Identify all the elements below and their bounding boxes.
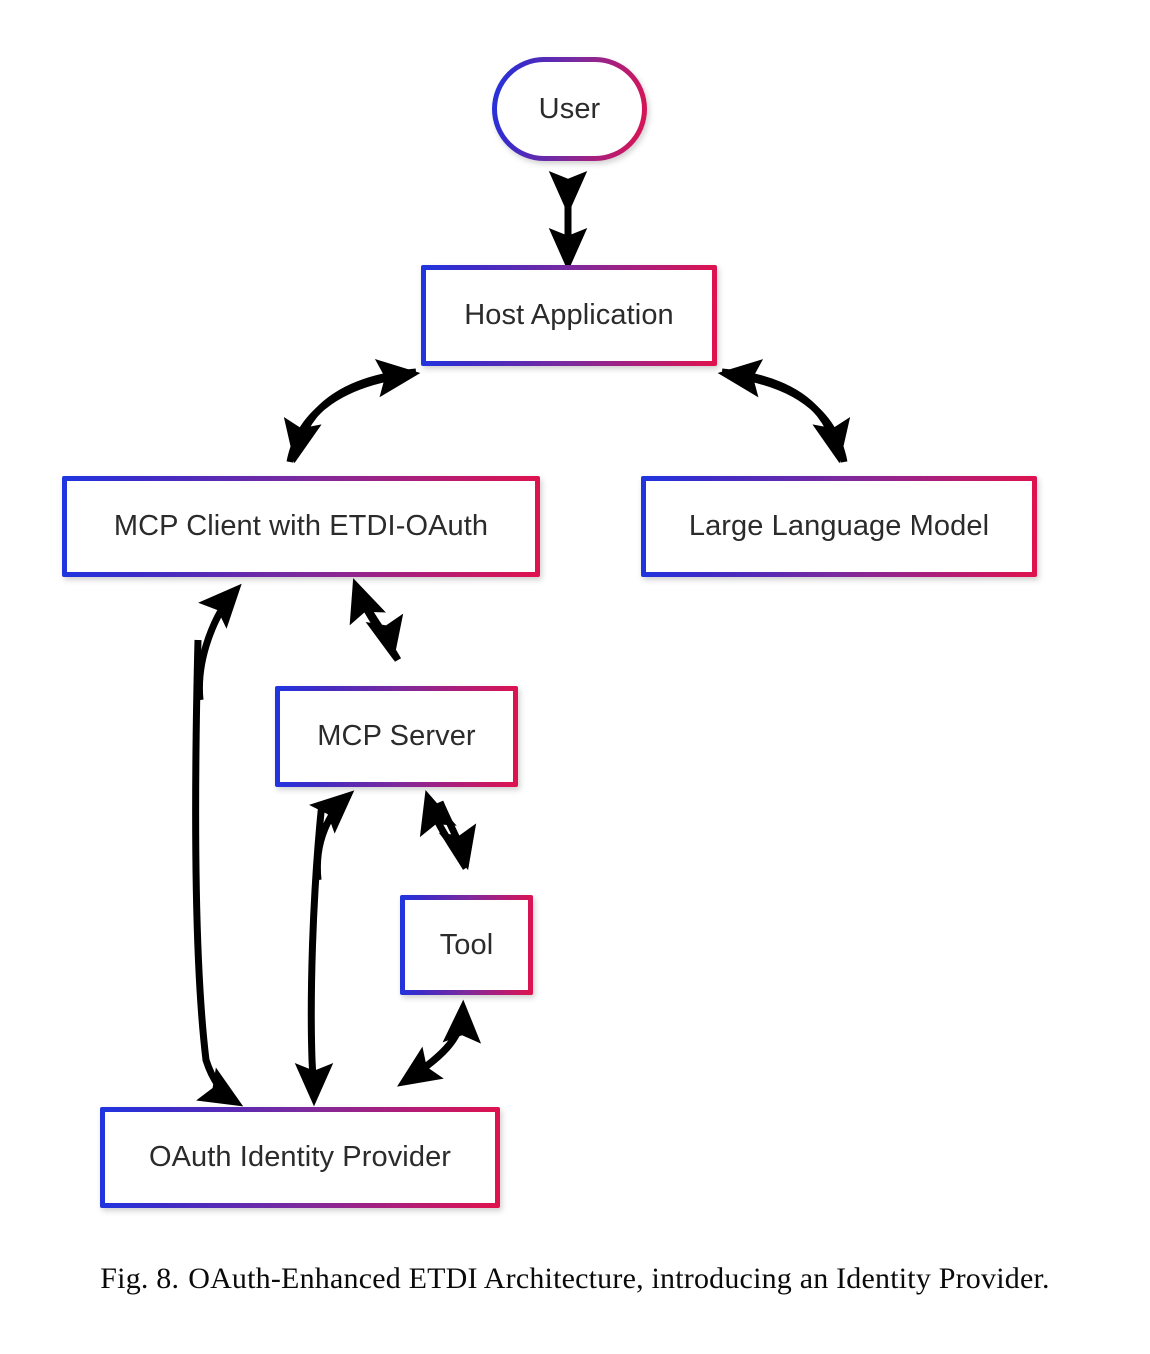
figure-caption-number: Fig. 8. bbox=[100, 1262, 180, 1295]
node-user[interactable]: User bbox=[492, 57, 647, 161]
edge-mcpserver-to-mcpclient-arrowup bbox=[349, 578, 402, 662]
node-user-label: User bbox=[538, 92, 601, 125]
node-large-language-model-label: Large Language Model bbox=[688, 510, 990, 542]
edge-oauth-to-tool-arrowup bbox=[407, 999, 482, 1081]
figure-caption-text: OAuth-Enhanced ETDI Architecture, introd… bbox=[188, 1262, 1050, 1295]
node-oauth-identity-provider[interactable]: OAuth Identity Provider bbox=[100, 1107, 500, 1208]
edge-oauth-to-mcpclient-arrowup bbox=[195, 583, 242, 701]
node-host-application[interactable]: Host Application bbox=[421, 265, 717, 366]
node-tool-label: Tool bbox=[439, 928, 494, 961]
edge-oauth-to-mcpserver-arrowup bbox=[309, 790, 355, 881]
node-host-application-label: Host Application bbox=[464, 299, 674, 331]
figure-caption: Fig. 8.OAuth-Enhanced ETDI Architecture,… bbox=[0, 1262, 1150, 1296]
node-mcp-client[interactable]: MCP Client with ETDI-OAuth bbox=[62, 476, 540, 577]
node-mcp-server-label: MCP Server bbox=[317, 720, 476, 752]
edge-mcpclient-to-oauth-down bbox=[192, 639, 244, 1107]
edge-llm-to-host-up bbox=[717, 359, 848, 463]
node-oauth-identity-provider-label: OAuth Identity Provider bbox=[148, 1141, 452, 1173]
node-tool[interactable]: Tool bbox=[400, 895, 533, 995]
edge-mcpclient-to-host-up bbox=[286, 359, 421, 463]
node-large-language-model[interactable]: Large Language Model bbox=[641, 476, 1037, 577]
node-mcp-client-label: MCP Client with ETDI-OAuth bbox=[113, 510, 489, 542]
node-mcp-server[interactable]: MCP Server bbox=[275, 686, 518, 787]
edge-tool-to-mcpserver-arrowup bbox=[419, 789, 469, 870]
edge-tool-to-oauth-down bbox=[397, 1009, 467, 1087]
